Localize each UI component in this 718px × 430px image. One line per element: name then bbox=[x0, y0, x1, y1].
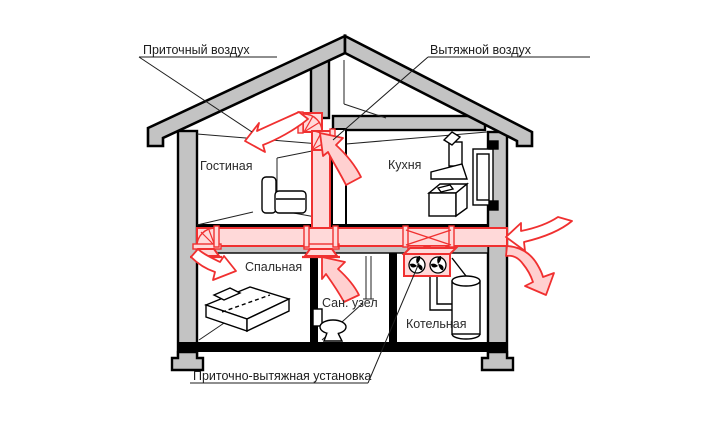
roof-right-slope bbox=[343, 33, 534, 148]
boiler-tank bbox=[429, 257, 481, 340]
callout-exhaust-air bbox=[332, 56, 590, 141]
bed bbox=[204, 286, 291, 333]
kitchen-window bbox=[472, 140, 499, 211]
foundation-left bbox=[170, 350, 205, 372]
label-room-kitchen: Кухня bbox=[388, 158, 421, 172]
airflow-arrows bbox=[190, 111, 573, 303]
label-room-bedroom: Спальная bbox=[245, 260, 302, 274]
exhaust-arrow-outlet bbox=[505, 245, 555, 296]
label-room-living: Гостиная bbox=[200, 159, 252, 173]
vertical-duct bbox=[311, 147, 331, 229]
kitchen-vent-pipe bbox=[442, 131, 463, 167]
exhaust-arrow-kitchen bbox=[319, 132, 362, 186]
label-supply-air: Приточный воздух bbox=[143, 43, 250, 57]
ground-floor-slab bbox=[178, 342, 507, 352]
roof bbox=[146, 33, 534, 148]
supply-arrow-intake bbox=[505, 216, 573, 252]
partition-bathroom-boiler bbox=[389, 253, 397, 342]
partition-bedroom-bathroom bbox=[310, 253, 318, 342]
left-wall bbox=[176, 129, 199, 357]
fan-icon bbox=[429, 256, 447, 274]
label-exhaust-air: Вытяжной воздух bbox=[430, 43, 532, 57]
supply-arrow-living bbox=[244, 111, 309, 153]
callout-ahu bbox=[190, 262, 420, 384]
kitchen-hood bbox=[430, 163, 468, 180]
label-ahu: Приточно-вытяжная установка bbox=[193, 369, 371, 383]
callouts bbox=[138, 56, 590, 384]
toilet bbox=[312, 308, 347, 342]
foundation-right bbox=[480, 350, 515, 372]
furniture bbox=[204, 131, 499, 342]
callout-supply-air bbox=[138, 56, 277, 133]
horizontal-duct bbox=[196, 227, 508, 247]
sofa bbox=[261, 176, 307, 214]
label-room-bathroom: Сан. узел bbox=[322, 296, 378, 310]
duct-joints bbox=[213, 225, 455, 248]
fan-icon bbox=[408, 256, 426, 274]
ahu-unit bbox=[401, 247, 459, 277]
exhaust-arrow-bathroom bbox=[321, 256, 360, 303]
duct-tee-bathroom bbox=[302, 243, 340, 259]
attic-floor-slab bbox=[331, 114, 487, 132]
supply-arrow-bedroom bbox=[190, 248, 237, 281]
label-room-boiler: Котельная bbox=[406, 317, 467, 331]
kitchen-counter bbox=[427, 182, 469, 218]
